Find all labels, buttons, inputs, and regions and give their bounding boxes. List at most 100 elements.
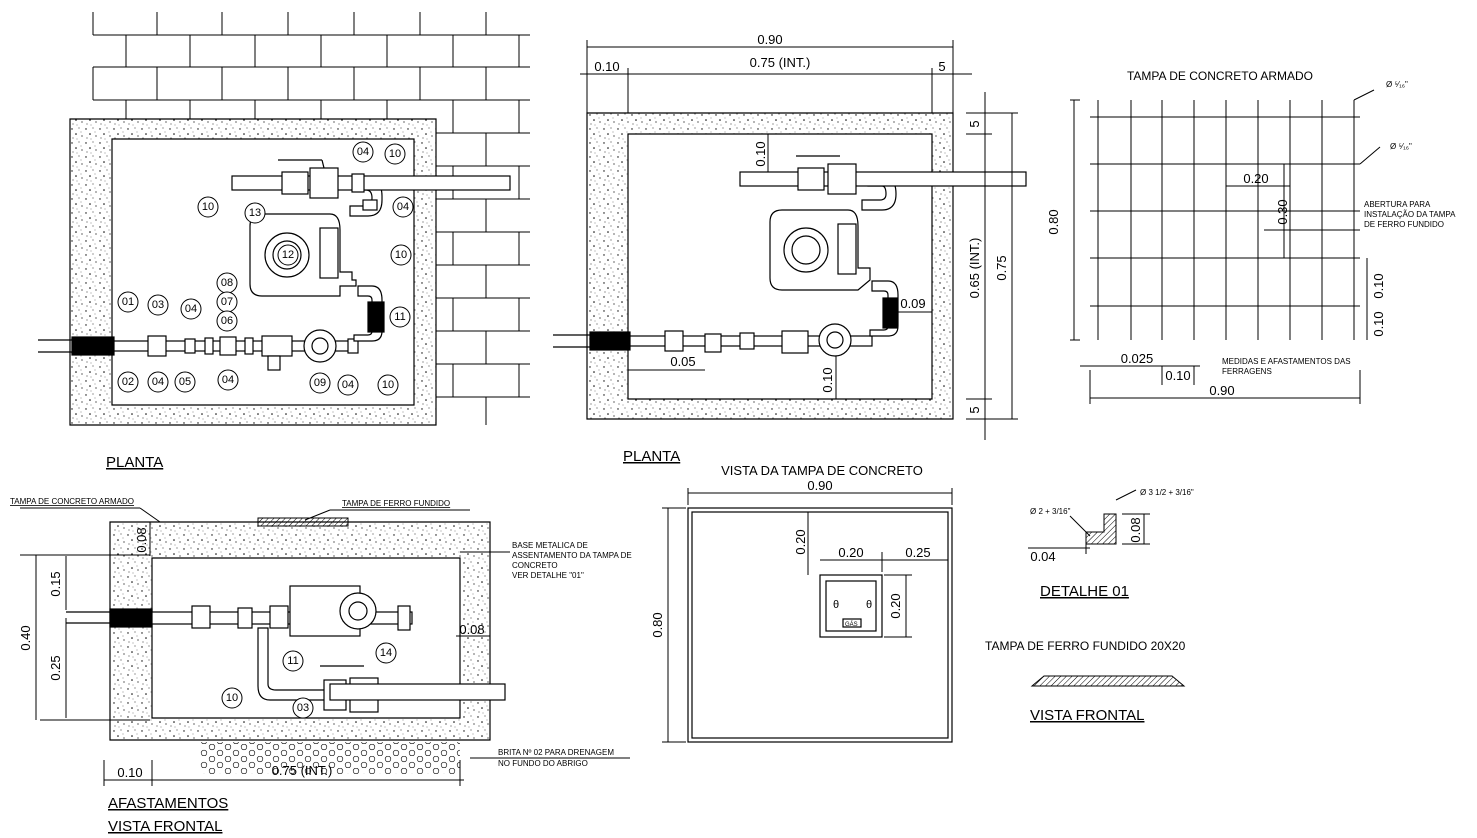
piping-front — [66, 585, 506, 713]
piping-left — [38, 159, 511, 371]
tampa-outline — [687, 507, 953, 743]
vista-frontal-left-drawing: TAMPA DE CONCRETO ARMADO TAMPA DE FERRO … — [10, 497, 632, 835]
dim-020-tampa-c: 0.20 — [888, 593, 903, 618]
dim-5-right-a: 5 — [967, 120, 982, 127]
dim-065-right: 0.65 (INT.) — [967, 238, 982, 299]
dim-090-grid: 0.90 — [1209, 383, 1234, 398]
callout: 13 — [249, 207, 261, 219]
dim-010-in-b: 0.10 — [820, 367, 835, 392]
concrete-box-mid — [586, 112, 954, 420]
detalhe-01-drawing: Ø 3 1/2 + 3/16" Ø 2 + 3/16" 0.08 0.04 DE… — [1028, 488, 1194, 600]
dim-090-tampa: 0.90 — [807, 478, 832, 493]
dim-090-top: 0.90 — [757, 32, 782, 47]
callouts-left — [117, 141, 414, 396]
dim-020-grid: 0.20 — [1243, 171, 1268, 186]
detail-bar-2: Ø 2 + 3/16" — [1030, 507, 1071, 516]
dim-010-front: 0.10 — [117, 765, 142, 780]
title-vista-frontal-left: VISTA FRONTAL — [108, 818, 222, 835]
callout: 04 — [222, 374, 234, 386]
dim-004-detail: 0.04 — [1030, 549, 1055, 564]
callout: 04 — [185, 303, 197, 315]
callout: 14 — [380, 647, 392, 659]
detail-angle — [1085, 513, 1117, 545]
gravel — [200, 742, 460, 774]
medidas-note-2: FERRAGENS — [1222, 367, 1272, 376]
lid-bolt: θ — [866, 599, 872, 611]
callout: 11 — [287, 655, 298, 667]
brick-wall — [92, 12, 530, 425]
piping-mid — [553, 155, 1027, 357]
rebar-note-1: Ø ⁵⁄₁₆" — [1386, 80, 1408, 89]
title-vista-tampa: VISTA DA TAMPA DE CONCRETO — [721, 463, 923, 478]
dimension-lines-mid — [580, 40, 1018, 440]
callout: 03 — [297, 702, 309, 714]
dim-010-grid-b: 0.10 — [1371, 311, 1386, 336]
gas-label: GÁS — [845, 621, 858, 628]
dimension-lines-tampa — [662, 488, 953, 743]
brita-note-1: BRITA Nº 02 PARA DRENAGEM — [498, 748, 614, 757]
base-note-4: VER DETALHE "01" — [512, 571, 584, 580]
dim-025-tampa: 0.25 — [905, 545, 930, 560]
concrete-box-left — [69, 118, 437, 426]
title-detalhe: DETALHE 01 — [1040, 583, 1129, 600]
detail-bar-1: Ø 3 1/2 + 3/16" — [1140, 488, 1194, 497]
lid-bolt: θ — [833, 599, 839, 611]
callout: 11 — [394, 311, 405, 323]
callout: 06 — [221, 315, 233, 327]
dim-075-right: 0.75 — [994, 255, 1009, 280]
dim-080-tampa: 0.80 — [650, 612, 665, 637]
callout-numbers-left: 04 10 10 13 04 12 10 08 07 06 01 03 04 1… — [122, 146, 409, 391]
title-planta-mid: PLANTA — [623, 448, 680, 465]
tampa-ferro-drawing: TAMPA DE FERRO FUNDIDO 20X20 VISTA FRONT… — [985, 639, 1186, 724]
callout: 04 — [397, 201, 409, 213]
dim-020-tampa-b: 0.20 — [838, 545, 863, 560]
callout: 08 — [221, 277, 233, 289]
dim-008-front-a: 0.08 — [134, 527, 149, 552]
callout: 10 — [202, 201, 214, 213]
note-tampa-ferro: TAMPA DE FERRO FUNDIDO — [342, 499, 450, 508]
callout: 02 — [122, 376, 134, 388]
abertura-note-3: DE FERRO FUNDIDO — [1364, 220, 1444, 229]
rebar-note-2: Ø ⁵⁄₁₆" — [1390, 142, 1412, 151]
dim-5-right-b: 5 — [967, 406, 982, 413]
dim-015-front: 0.15 — [48, 571, 63, 596]
callout: 05 — [179, 376, 191, 388]
dim-040-front: 0.40 — [18, 625, 33, 650]
dim-075-front: 0.75 (INT.) — [272, 763, 333, 778]
medidas-note-1: MEDIDAS E AFASTAMENTOS DAS — [1222, 357, 1351, 366]
base-note-1: BASE METALICA DE — [512, 541, 588, 550]
title-planta-left: PLANTA — [106, 454, 163, 471]
callout: 09 — [314, 377, 326, 389]
dim-008-front-b: 0.08 — [459, 622, 484, 637]
dim-005: 0.05 — [670, 354, 695, 369]
title-afastamentos: AFASTAMENTOS — [108, 795, 228, 812]
dimension-lines-detail — [1028, 489, 1150, 554]
planta-left-drawing: 04 10 10 13 04 12 10 08 07 06 01 03 04 1… — [38, 12, 530, 471]
callout: 10 — [382, 379, 394, 391]
dim-025-front: 0.25 — [48, 655, 63, 680]
dim-075-top: 0.75 (INT.) — [750, 55, 811, 70]
callout: 07 — [221, 296, 233, 308]
callout: 04 — [152, 376, 164, 388]
abertura-note-2: INSTALAÇÃO DA TAMPA — [1364, 210, 1456, 219]
dim-009: 0.09 — [900, 296, 925, 311]
callout: 01 — [122, 296, 134, 308]
dim-0025: 0.025 — [1121, 351, 1154, 366]
callout: 10 — [395, 249, 407, 261]
planta-mid-drawing: 0.90 0.10 0.75 (INT.) 5 5 0.65 (INT.) 0.… — [553, 32, 1027, 465]
ferro-lid — [257, 517, 349, 527]
dim-010-grid-c: 0.10 — [1165, 368, 1190, 383]
base-note-2: ASSENTAMENTO DA TAMPA DE — [512, 551, 632, 560]
concrete-box-front — [109, 521, 491, 741]
title-tampa-ferro: TAMPA DE FERRO FUNDIDO 20X20 — [985, 639, 1186, 653]
vista-tampa-drawing: VISTA DA TAMPA DE CONCRETO θ θ GÁS 0.90 … — [650, 463, 953, 743]
callout: 12 — [282, 249, 294, 261]
rebar-grid — [1070, 89, 1381, 404]
dim-008-detail: 0.08 — [1128, 517, 1143, 542]
callout: 04 — [342, 379, 354, 391]
dim-020-tampa-a: 0.20 — [793, 529, 808, 554]
callout: 10 — [389, 148, 401, 160]
base-note-3: CONCRETO — [512, 561, 558, 570]
callout: 03 — [152, 299, 164, 311]
